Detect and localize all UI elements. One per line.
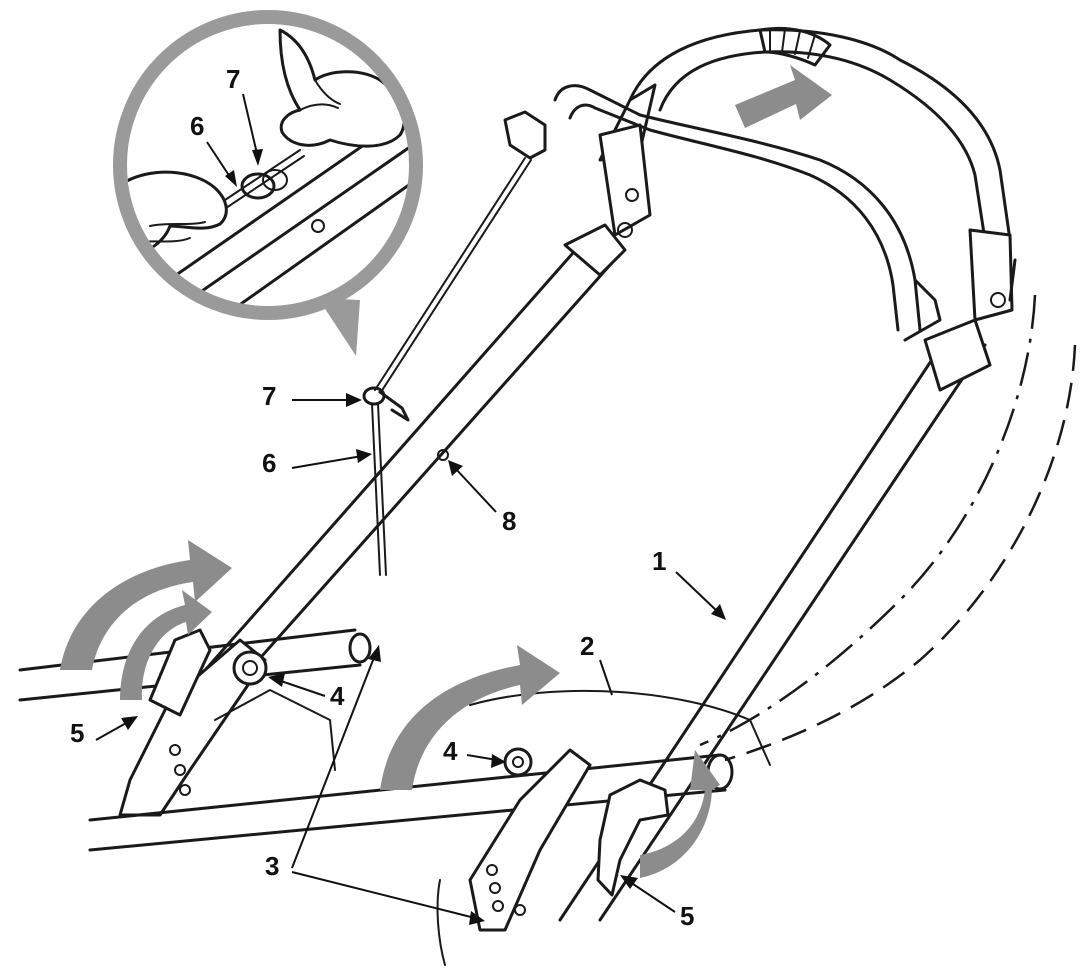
callouts: 7 6 8 1 2 4 4 5 5 3 bbox=[70, 381, 726, 931]
label-6: 6 bbox=[262, 448, 276, 478]
rotation-arrow-icon bbox=[60, 540, 720, 878]
label-4-left: 4 bbox=[330, 681, 345, 711]
handle-frame bbox=[168, 26, 1017, 922]
inset-label-7: 7 bbox=[226, 64, 240, 94]
label-5-left: 5 bbox=[70, 718, 84, 748]
label-7: 7 bbox=[262, 381, 276, 411]
starter-cable bbox=[362, 110, 547, 576]
label-4-right: 4 bbox=[443, 736, 458, 766]
magnifier-inset-icon: 7 6 bbox=[113, 10, 423, 356]
lower-left-pivot bbox=[18, 628, 372, 817]
label-5-right: 5 bbox=[680, 901, 694, 931]
swing-arcs bbox=[699, 294, 1077, 762]
push-arrow-icon bbox=[735, 65, 832, 128]
label-2: 2 bbox=[580, 631, 594, 661]
label-1: 1 bbox=[652, 546, 666, 576]
label-3: 3 bbox=[265, 851, 279, 881]
inset-label-6: 6 bbox=[190, 111, 204, 141]
label-8: 8 bbox=[502, 506, 516, 536]
